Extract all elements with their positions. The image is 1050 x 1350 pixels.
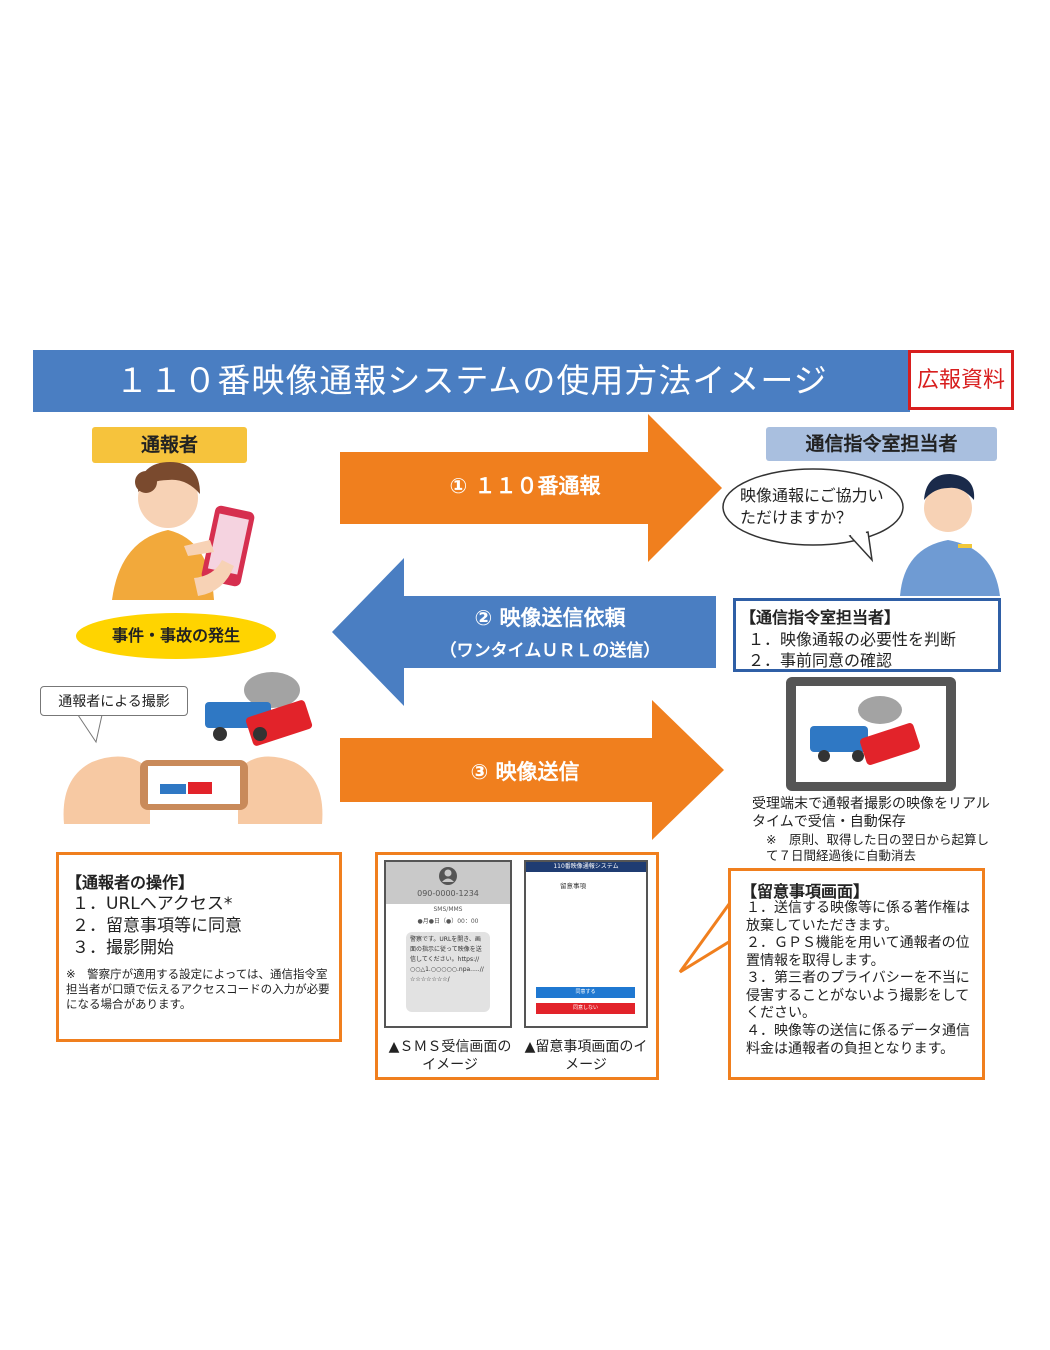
- filming-bubble: 通報者による撮影: [40, 686, 188, 716]
- operator-tasks-title: 【通信指令室担当者】: [740, 608, 901, 627]
- arrow-step1: [340, 414, 722, 562]
- hands-filming-icon: [63, 756, 323, 824]
- receiving-tablet-icon: [786, 677, 956, 791]
- reporter-ops-item: ３．撮影開始: [72, 938, 174, 958]
- sms-screen-caption: ▲ＳＭＳ受信画面のイメージ: [388, 1039, 512, 1073]
- notes-screen-title: 留意事項: [560, 882, 586, 890]
- contact-avatar-icon: [439, 867, 457, 885]
- reporter-ops-item: ２．留意事項等に同意: [72, 916, 242, 936]
- arrow-step1-label: ① １１０番通報: [449, 474, 601, 498]
- arrow-step2: [332, 558, 716, 706]
- reporter-ops-note: ※ 警察庁が適用する設定によっては、通信指令室担当者が口頭で伝えるアクセスコード…: [66, 967, 330, 1011]
- filming-bubble-tail: [77, 714, 103, 744]
- sms-date: ●月●日（●）00：00: [417, 918, 479, 925]
- arrow-step3-label: ③ 映像送信: [470, 760, 580, 784]
- operator-illustration-icon: [900, 474, 1000, 596]
- reporter-label: 通報者: [92, 427, 247, 463]
- operator-task-item: ２．事前同意の確認: [748, 651, 893, 670]
- operator-speech-bubble: [722, 468, 904, 563]
- sms-type: SMS/MMS: [433, 906, 463, 913]
- sms-message: 警察です。URLを開き、画面の指示に従って映像を送信してください。https:/…: [406, 932, 490, 1012]
- reporter-ops-title: 【通報者の操作】: [66, 873, 195, 892]
- notes-box-title: 【留意事項画面】: [741, 882, 870, 901]
- receive-note: ※ 原則、取得した日の翌日から起算して７日間経過後に自動消去: [766, 832, 989, 863]
- notes-screen-mockup: [524, 860, 648, 1028]
- notes-box-item: １．送信する映像等に係る著作権は放棄していただきます。: [746, 900, 970, 934]
- car-crash-illustration-icon: [205, 672, 313, 746]
- notes-screen-caption: ▲留意事項画面のイメージ: [524, 1039, 648, 1073]
- receive-caption: 受理端末で通報者撮影の映像をリアルタイムで受信・自動保存: [752, 796, 990, 830]
- press-material-tag: 広報資料: [908, 350, 1014, 410]
- notes-callout-tail: [678, 895, 734, 974]
- operator-task-item: １．映像通報の必要性を判断: [748, 630, 957, 649]
- reporter-ops-box: [56, 852, 342, 1042]
- reporter-ops-item: １．URLへアクセス*: [72, 894, 233, 914]
- disagree-button[interactable]: 同意しない: [536, 1003, 635, 1014]
- notes-box: [728, 868, 985, 1080]
- agree-button[interactable]: 同意する: [536, 987, 635, 998]
- arrow-step2-sublabel: （ワンタイムＵＲＬの送信）: [439, 641, 661, 661]
- incident-label: 事件・事故の発生: [76, 613, 276, 659]
- notes-screen-header: 110番映像通報システム: [526, 862, 646, 872]
- operator-tasks-box: [733, 598, 1001, 672]
- page-title: １１０番映像通報システムの使用方法イメージ: [115, 361, 828, 400]
- notes-box-item: ４．映像等の送信に係るデータ通信料金は通報者の負担となります。: [746, 1023, 970, 1057]
- notes-box-item: ２．ＧＰＳ機能を用いて通報者の位置情報を取得します。: [746, 935, 970, 969]
- operator-bubble-text: 映像通報にご協力いただけますか？: [740, 486, 884, 527]
- sms-sender-number: 090-0000-1234: [417, 889, 479, 898]
- title-band: [33, 350, 910, 412]
- arrow-step3: [340, 700, 724, 840]
- reporter-illustration-icon: [112, 462, 255, 600]
- operator-label: 通信指令室担当者: [766, 427, 997, 461]
- notes-box-item: ３．第三者のプライバシーを不当に侵害することがないよう撮影をしてください。: [746, 970, 970, 1021]
- arrow-step2-label: ② 映像送信依頼: [474, 606, 626, 630]
